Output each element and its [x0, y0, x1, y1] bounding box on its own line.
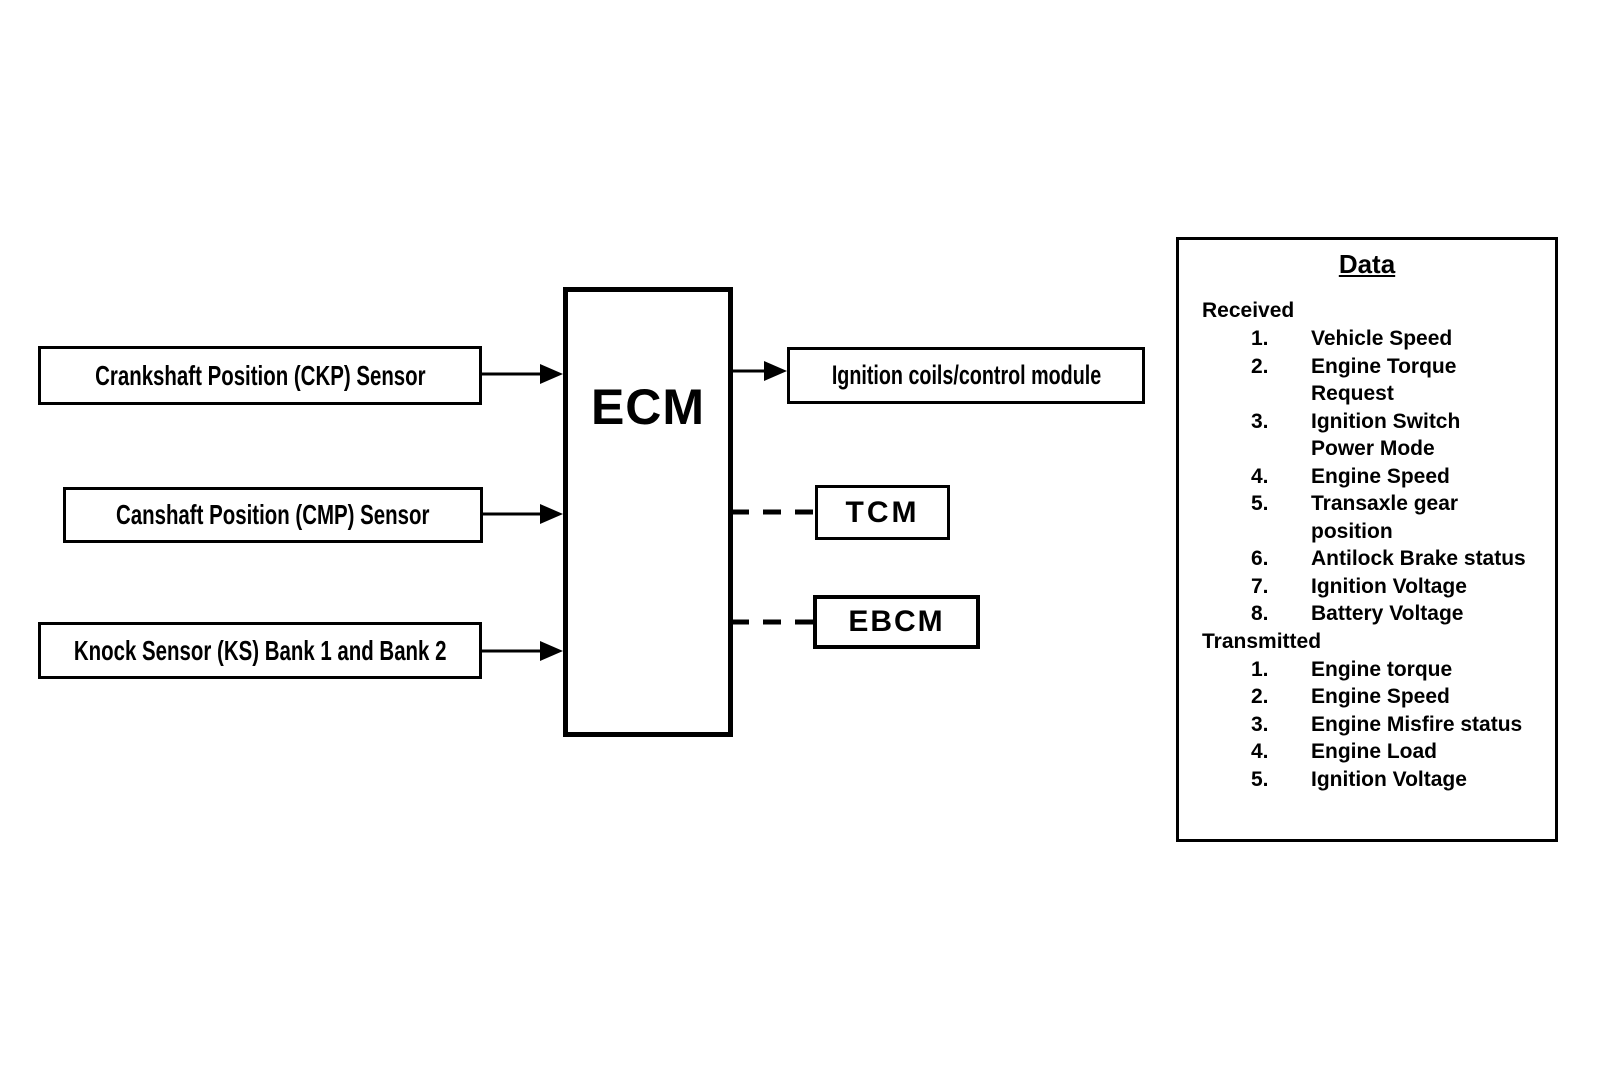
item-text: Engine Load — [1311, 740, 1437, 763]
received-section-label: Received — [1202, 299, 1295, 322]
item-text: Ignition Voltage — [1311, 767, 1467, 791]
ecm-label: ECM — [590, 379, 706, 435]
item-number: 8. — [1251, 602, 1269, 625]
item-text: Ignition Voltage — [1311, 574, 1467, 598]
arrowhead-icon — [540, 364, 563, 384]
ckp-sensor-label: Crankshaft Position (CKP) Sensor — [94, 359, 426, 391]
item-text-wrap: position — [1311, 519, 1393, 543]
node-ebcm: EBCM — [813, 595, 980, 649]
node-ecm: ECM — [563, 287, 733, 737]
item-number: 6. — [1251, 547, 1269, 570]
ignition-coils-label: Ignition coils/control module — [831, 360, 1101, 390]
transmitted-item-row: 4. Engine Load — [1179, 738, 1555, 766]
arrowhead-icon — [764, 361, 787, 381]
item-text: Antilock Brake status — [1311, 547, 1526, 570]
node-knock-sensor: Knock Sensor (KS) Bank 1 and Bank 2 — [38, 622, 482, 679]
item-text: Vehicle Speed — [1311, 327, 1453, 350]
connector-ckp-to-ecm — [482, 364, 563, 384]
ebcm-label: EBCM — [848, 605, 945, 638]
item-text: Transaxle gear — [1311, 492, 1459, 515]
cmp-sensor-label: Canshaft Position (CMP) Sensor — [116, 499, 430, 530]
transmitted-item-row: 3. Engine Misfire status — [1179, 711, 1555, 739]
item-text: Engine Speed — [1311, 685, 1450, 708]
received-item-row: 5. Transaxle gear position — [1179, 490, 1555, 545]
received-item-row: 1. Vehicle Speed — [1179, 325, 1555, 353]
item-number: 1. — [1251, 657, 1269, 681]
data-panel-title: Data — [1338, 249, 1396, 279]
node-ignition-coils: Ignition coils/control module — [787, 347, 1145, 404]
item-text-wrap: Request — [1311, 382, 1394, 405]
item-number: 3. — [1251, 409, 1269, 433]
received-item-row: 4. Engine Speed — [1179, 463, 1555, 491]
item-text: Battery Voltage — [1311, 602, 1464, 625]
transmitted-item-row: 5. Ignition Voltage — [1179, 766, 1555, 794]
item-number: 3. — [1251, 712, 1269, 736]
tcm-label: TCM — [845, 495, 920, 529]
connector-ecm-to-ignition — [731, 361, 787, 381]
data-panel: Data Received 1. Vehicle Speed 2. Engine… — [1176, 237, 1558, 842]
item-text: Ignition Switch — [1311, 409, 1461, 433]
item-text: Engine Torque — [1311, 354, 1457, 378]
item-number: 4. — [1251, 740, 1269, 763]
item-number: 7. — [1251, 574, 1269, 598]
item-number: 5. — [1251, 767, 1269, 791]
received-item-row: 6. Antilock Brake status — [1179, 545, 1555, 573]
received-item-row: 8. Battery Voltage — [1179, 600, 1555, 628]
item-number: 1. — [1251, 327, 1269, 350]
item-text: Engine torque — [1311, 657, 1453, 681]
item-number: 4. — [1251, 464, 1269, 488]
item-number: 5. — [1251, 492, 1269, 515]
received-item-row: 7. Ignition Voltage — [1179, 573, 1555, 601]
item-number: 2. — [1251, 685, 1269, 708]
transmitted-section-label: Transmitted — [1202, 629, 1322, 653]
item-text: Engine Speed — [1311, 464, 1450, 488]
arrowhead-icon — [540, 504, 563, 524]
transmitted-item-row: 1. Engine torque — [1179, 656, 1555, 684]
item-text: Engine Misfire status — [1311, 712, 1523, 736]
item-text-wrap: Power Mode — [1311, 437, 1435, 460]
connector-cmp-to-ecm — [483, 504, 563, 524]
knock-sensor-label: Knock Sensor (KS) Bank 1 and Bank 2 — [73, 634, 447, 666]
transmitted-item-row: 2. Engine Speed — [1179, 683, 1555, 711]
item-number: 2. — [1251, 354, 1269, 378]
node-cmp-sensor: Canshaft Position (CMP) Sensor — [63, 487, 483, 543]
node-ckp-sensor: Crankshaft Position (CKP) Sensor — [38, 346, 482, 405]
arrowhead-icon — [540, 641, 563, 661]
connector-ks-to-ecm — [482, 641, 563, 661]
node-tcm: TCM — [815, 485, 950, 540]
